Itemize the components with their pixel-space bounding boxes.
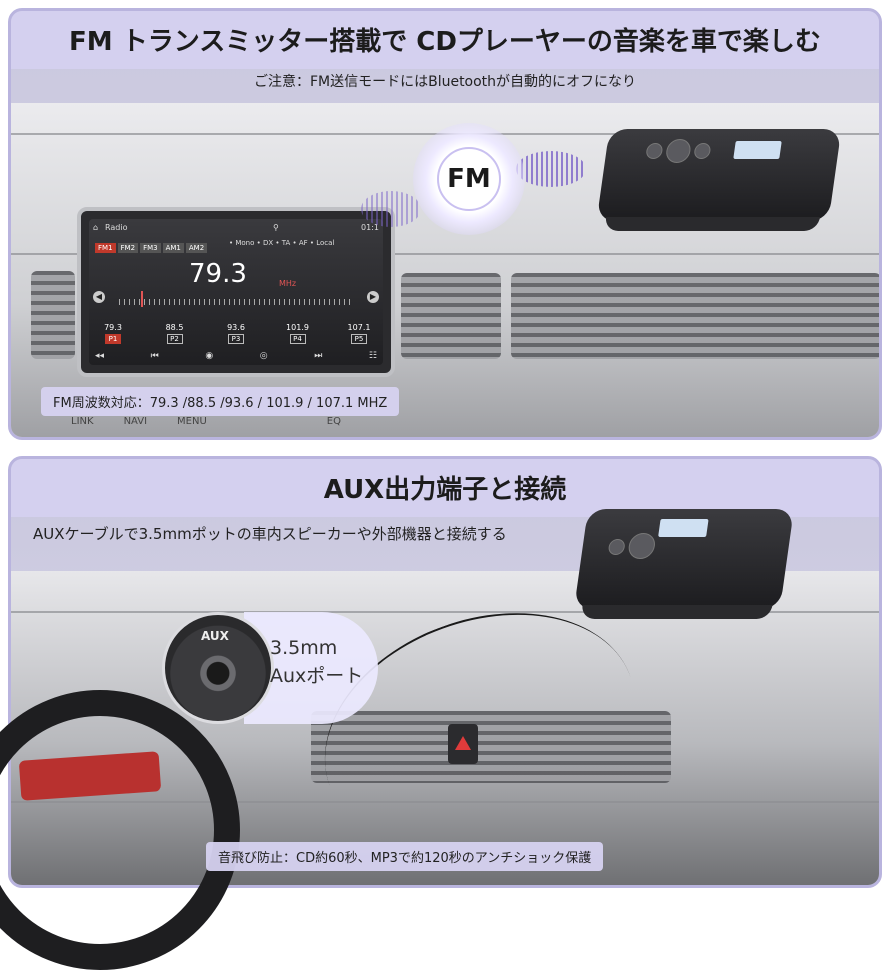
radio-clock: 01:1 bbox=[361, 223, 379, 232]
navi-button[interactable]: NAVI bbox=[123, 416, 148, 427]
playback-controls: ◂◂ ⏮ ◉ ◎ ⏭ ☷ bbox=[95, 351, 377, 361]
fm-badge: FM bbox=[437, 147, 501, 211]
fm-title: FM トランスミッター搭載で CDプレーヤーの音楽を車で楽しむ bbox=[69, 27, 821, 57]
eq-button[interactable]: EQ bbox=[326, 416, 341, 427]
previous-icon[interactable]: ⏮ bbox=[150, 351, 159, 361]
center-vent bbox=[311, 711, 671, 783]
preset-slot: P4 bbox=[289, 334, 306, 344]
aux-note: AUXケーブルで3.5mmポットの車内スピーカーや外部機器と接続する bbox=[33, 525, 507, 543]
anti-shock-caption: 音飛び防止：CD約60秒、MP3で約120秒のアンチショック保護 bbox=[206, 842, 604, 871]
device-button bbox=[664, 139, 693, 163]
aux-port-photo: AUX bbox=[162, 612, 274, 724]
radio-status: • Mono • DX • TA • AF • Local bbox=[229, 239, 335, 247]
seek-forward-icon[interactable]: ▶ bbox=[367, 291, 379, 303]
volume-icon[interactable]: ◂◂ bbox=[95, 351, 105, 361]
fm-transmitter-card: FM トランスミッター搭載で CDプレーヤーの音楽を車で楽しむ ご注意：FM送信… bbox=[8, 8, 882, 440]
tuning-dial[interactable] bbox=[119, 299, 353, 305]
settings-icon[interactable]: ☷ bbox=[368, 351, 377, 361]
link-button[interactable]: LINK bbox=[71, 416, 94, 427]
device-lcd bbox=[658, 519, 709, 537]
product-banner: FM トランスミッター搭載で CDプレーヤーの音楽を車で楽しむ ご注意：FM送信… bbox=[0, 8, 882, 970]
air-vent bbox=[511, 273, 879, 359]
radio-screen: ⌂ Radio ⚲ 01:1 • Mono • DX • TA • AF • L… bbox=[89, 219, 383, 365]
fm-frequency-caption: FM周波数対応：79.3 /88.5 /93.6 / 101.9 / 107.1… bbox=[41, 387, 400, 416]
title-bar bbox=[11, 459, 879, 517]
radio-header: ⌂ Radio ⚲ 01:1 bbox=[93, 223, 379, 237]
aux-title: AUX出力端子と接続 bbox=[323, 475, 567, 505]
air-vent bbox=[31, 271, 75, 359]
device-button bbox=[693, 143, 712, 159]
signal-wave bbox=[516, 151, 586, 187]
aux-port-label: AUX bbox=[201, 629, 229, 643]
record-icon[interactable]: ◉ bbox=[205, 351, 214, 361]
dash-edge bbox=[11, 253, 879, 255]
band-tab[interactable]: FM2 bbox=[117, 243, 139, 253]
frequency-unit: MHz bbox=[279, 279, 297, 288]
device-button bbox=[645, 143, 664, 159]
aux-port-name: Auxポート bbox=[270, 665, 364, 687]
scan-icon[interactable]: ◎ bbox=[259, 351, 268, 361]
device-lcd bbox=[733, 141, 782, 159]
band-tab[interactable]: AM2 bbox=[185, 243, 208, 253]
band-tab[interactable]: AM1 bbox=[162, 243, 184, 253]
device-button bbox=[607, 539, 626, 555]
aux-port-text: 3.5mm Auxポート bbox=[270, 634, 363, 690]
air-vent bbox=[401, 273, 501, 359]
location-icon: ⚲ bbox=[273, 223, 279, 232]
menu-button[interactable]: MENU bbox=[177, 416, 207, 427]
preset-freq: 101.9 bbox=[286, 323, 309, 332]
band-tab[interactable]: FM1 bbox=[95, 243, 116, 253]
seek-back-icon[interactable]: ◀ bbox=[93, 291, 105, 303]
frequency-display: 79.3 bbox=[189, 259, 247, 289]
cd-player-device bbox=[596, 129, 842, 231]
dash-edge bbox=[11, 611, 879, 613]
title-bar bbox=[11, 11, 879, 69]
tuning-needle bbox=[141, 291, 143, 307]
hazard-button bbox=[448, 724, 478, 764]
aux-output-card: AUX出力端子と接続 AUXケーブルで3.5mmポットの車内スピーカーや外部機器… bbox=[8, 456, 882, 888]
dash-edge bbox=[11, 801, 879, 803]
device-side bbox=[580, 605, 773, 619]
cd-player-device bbox=[573, 509, 795, 619]
device-button bbox=[627, 533, 657, 559]
band-tab[interactable]: FM3 bbox=[140, 243, 161, 253]
preset-freq: 88.5 bbox=[165, 323, 184, 332]
head-unit-buttons: LINK NAVI MENU EQ bbox=[71, 416, 341, 427]
preset-freq: 79.3 bbox=[104, 323, 122, 332]
radio-app-label: Radio bbox=[105, 223, 128, 232]
car-head-unit: ⌂ Radio ⚲ 01:1 • Mono • DX • TA • AF • L… bbox=[77, 207, 395, 377]
preset-slot: P3 bbox=[228, 334, 244, 344]
aux-port-callout: AUX 3.5mm Auxポート bbox=[162, 612, 378, 724]
preset-slot: P2 bbox=[166, 334, 183, 344]
aux-size: 3.5mm bbox=[270, 637, 338, 659]
preset-freq: 107.1 bbox=[347, 323, 371, 332]
home-icon[interactable]: ⌂ bbox=[93, 223, 99, 232]
next-icon[interactable]: ⏭ bbox=[314, 351, 323, 361]
signal-wave bbox=[361, 191, 421, 227]
preset-slot: P5 bbox=[351, 334, 367, 344]
preset-freq: 93.6 bbox=[227, 323, 245, 332]
preset-slot: P1 bbox=[105, 334, 121, 344]
fm-note: ご注意：FM送信モードにはBluetoothが自動的にオフになり bbox=[253, 74, 637, 90]
device-side bbox=[604, 217, 820, 231]
